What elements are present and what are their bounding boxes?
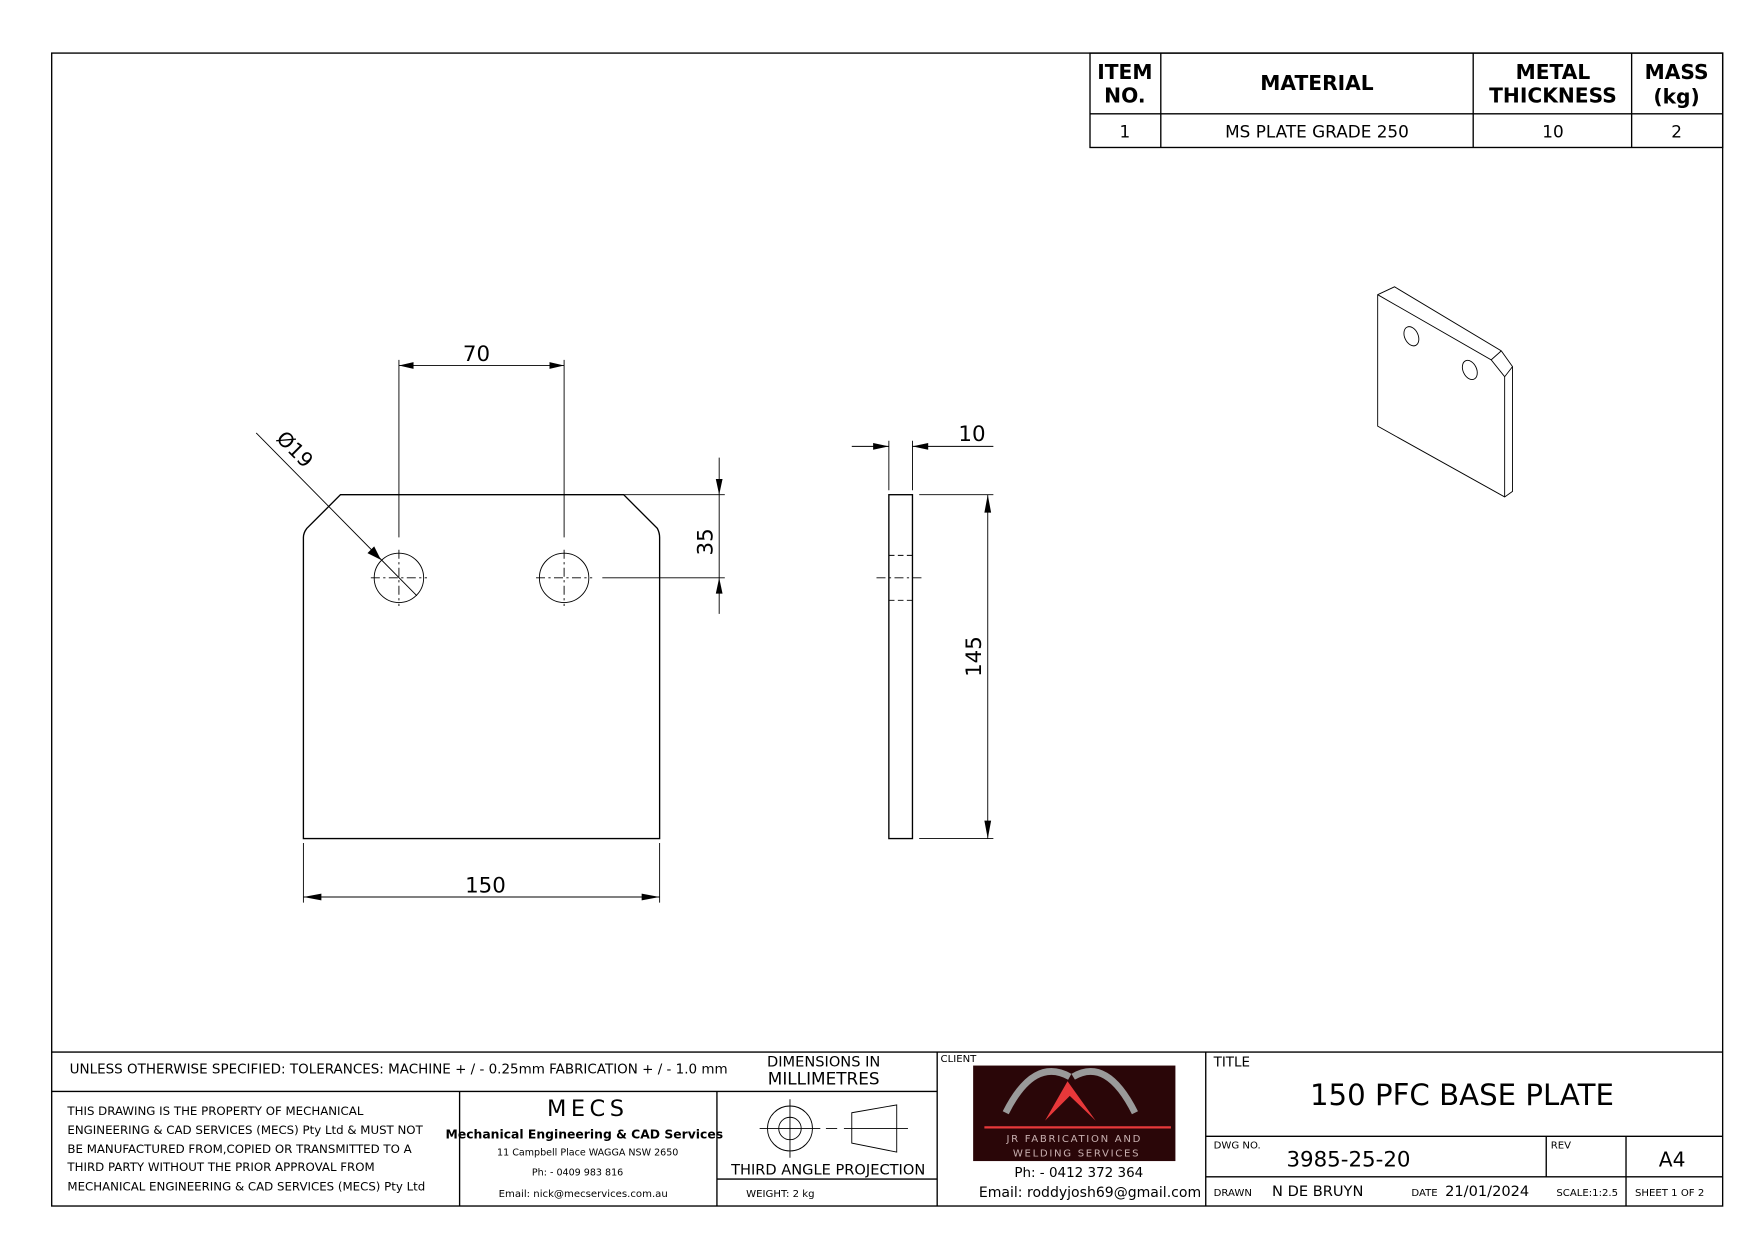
- units-value: MILLIMETRES: [768, 1069, 880, 1089]
- property-line: THIRD PARTY WITHOUT THE PRIOR APPROVAL F…: [66, 1160, 374, 1174]
- bom-table: ITEM NO. MATERIAL METAL THICKNESS MASS (…: [1089, 52, 1724, 149]
- sheet-number: SHEET 1 OF 2: [1635, 1188, 1704, 1199]
- property-line: BE MANUFACTURED FROM,COPIED OR TRANSMITT…: [67, 1142, 411, 1156]
- bom-header-material: MATERIAL: [1260, 71, 1374, 95]
- property-line: ENGINEERING & CAD SERVICES (MECS) Pty Lt…: [67, 1123, 423, 1137]
- sheet-size: A4: [1659, 1148, 1686, 1172]
- client-email: Email: roddyjosh69@gmail.com: [979, 1185, 1201, 1201]
- dwg-no: 3985-25-20: [1286, 1148, 1410, 1173]
- property-line: THIS DRAWING IS THE PROPERTY OF MECHANIC…: [66, 1104, 363, 1118]
- weight: WEIGHT: 2 kg: [746, 1189, 814, 1200]
- scale: SCALE:1:2.5: [1556, 1188, 1618, 1199]
- third-angle-projection-icon: [759, 1099, 908, 1158]
- bom-header-thickness-2: THICKNESS: [1489, 84, 1617, 108]
- projection-label: THIRD ANGLE PROJECTION: [730, 1162, 925, 1179]
- bom-cell-item: 1: [1119, 121, 1130, 141]
- dwg-no-label: DWG NO.: [1214, 1141, 1261, 1152]
- bom-header-mass: MASS: [1645, 60, 1709, 84]
- client-phone: Ph: - 0412 372 364: [1014, 1165, 1143, 1181]
- units-label: DIMENSIONS IN: [767, 1054, 880, 1071]
- client-logo: JR FABRICATION AND WELDING SERVICES: [973, 1065, 1176, 1162]
- dim-width: 150: [465, 874, 506, 899]
- client-logo-line-1: JR FABRICATION AND: [1005, 1134, 1142, 1145]
- title-label: TITLE: [1213, 1055, 1250, 1071]
- bom-cell-mass: 2: [1671, 121, 1682, 141]
- isometric-view: [1377, 286, 1513, 498]
- client-label: CLIENT: [941, 1054, 978, 1065]
- rev-label: REV: [1551, 1141, 1571, 1152]
- front-view: 70 35 Ø19 150: [255, 342, 725, 903]
- table-row: 1 MS PLATE GRADE 250 10 2: [1119, 121, 1681, 141]
- company-name: Mechanical Engineering & CAD Services: [446, 1128, 724, 1142]
- bom-cell-material: MS PLATE GRADE 250: [1225, 121, 1409, 141]
- dim-thickness: 10: [958, 422, 985, 447]
- dim-height: 145: [962, 636, 987, 677]
- property-notice: THIS DRAWING IS THE PROPERTY OF MECHANIC…: [66, 1104, 425, 1193]
- date: 21/01/2024: [1445, 1183, 1529, 1200]
- title-block: UNLESS OTHERWISE SPECIFIED: TOLERANCES: …: [51, 1051, 1723, 1207]
- mecs-logo: MECS: [547, 1096, 629, 1122]
- bom-header-thickness: METAL: [1516, 60, 1591, 84]
- dim-hole-offset: 35: [693, 528, 718, 555]
- date-label: DATE: [1411, 1188, 1437, 1199]
- company-info: MECS Mechanical Engineering & CAD Servic…: [446, 1096, 724, 1200]
- bom-header-item: ITEM: [1097, 60, 1152, 84]
- side-view: 10 145: [851, 422, 994, 840]
- bom-header-mass-unit: (kg): [1653, 85, 1699, 109]
- tolerance-note: UNLESS OTHERWISE SPECIFIED: TOLERANCES: …: [70, 1061, 728, 1077]
- drawn-by: N DE BRUYN: [1272, 1183, 1363, 1200]
- client-logo-line-2: WELDING SERVICES: [1013, 1149, 1140, 1160]
- company-email: Email: nick@mecservices.com.au: [499, 1189, 668, 1200]
- dim-hole-spacing: 70: [463, 342, 490, 367]
- company-phone: Ph: - 0409 983 816: [532, 1168, 623, 1179]
- bom-header-item-no: NO.: [1104, 84, 1145, 108]
- property-line: MECHANICAL ENGINEERING & CAD SERVICES (M…: [67, 1179, 425, 1193]
- drawing-title: 150 PFC BASE PLATE: [1310, 1078, 1614, 1112]
- company-address: 11 Campbell Place WAGGA NSW 2650: [497, 1147, 678, 1158]
- dim-hole-diameter: Ø19: [272, 426, 318, 472]
- sheet-border: [51, 52, 1724, 1207]
- bom-cell-thickness: 10: [1542, 121, 1563, 141]
- drawn-label: DRAWN: [1214, 1188, 1252, 1199]
